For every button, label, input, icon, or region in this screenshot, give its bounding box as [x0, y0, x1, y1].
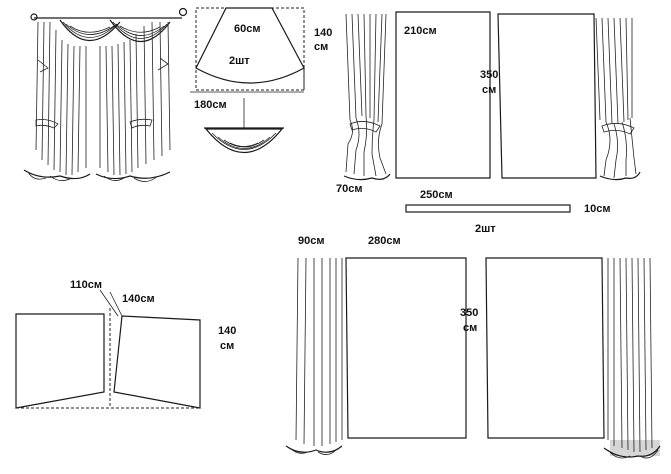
swag-top-width-label: 60см	[234, 23, 261, 35]
side-curtain-left	[285, 257, 343, 455]
jabot-height-value: 140	[218, 325, 236, 337]
tieback-curtain-left	[343, 13, 391, 181]
top-panel-height-value: 350	[480, 69, 498, 81]
curtain-right-folds	[95, 21, 171, 182]
swag-fan-piece	[195, 7, 305, 84]
jabot-inner-width-label: 110см	[70, 279, 102, 291]
swag-finished-shape	[204, 128, 284, 153]
swag-arc-left	[59, 19, 121, 42]
jabot-piece-left	[15, 313, 105, 409]
bottom-panels-set: 90см 280см 350 см	[285, 235, 661, 459]
bottom-panel-left	[345, 257, 467, 439]
curtain-left-folds	[23, 21, 91, 181]
bottom-panel-width-label: 280см	[368, 235, 401, 247]
top-panel-right	[497, 13, 597, 179]
rod-finial-right	[178, 7, 188, 17]
top-panels-set: 70см 210см 350 см 250см 10см 2шт	[336, 11, 641, 235]
swag-pattern: 60см 2шт 140 см 180см	[190, 7, 332, 153]
jabot-height-unit: см	[220, 340, 234, 352]
rod-finial-left	[30, 13, 38, 21]
swag-count-label: 2шт	[229, 55, 250, 67]
strip-count-label: 2шт	[475, 223, 496, 235]
side-curtain-width-label: 90см	[298, 235, 325, 247]
bottom-panel-height-value: 350	[460, 307, 478, 319]
swag-bottom-width-label: 180см	[194, 99, 227, 111]
swag-height-value: 140	[314, 27, 332, 39]
side-curtain-right	[603, 257, 661, 459]
strip-width-label: 10см	[584, 203, 611, 215]
bottom-panel-height-unit: см	[463, 322, 477, 334]
tieback-width-label: 70см	[336, 183, 363, 195]
jabot-pattern: 110см 140см 140 см	[15, 279, 236, 409]
top-panel-left	[395, 11, 491, 179]
swag-arc-right	[109, 19, 171, 43]
valance-strip	[405, 204, 571, 213]
top-panel-width-label: 210см	[404, 25, 437, 37]
curtain-illustration	[23, 7, 188, 182]
jabot-piece-right	[113, 315, 201, 409]
tieback-curtain-right	[595, 17, 641, 181]
strip-length-label: 250см	[420, 189, 453, 201]
swag-height-unit: см	[314, 41, 328, 53]
jabot-outer-width-label: 140см	[122, 293, 155, 305]
bottom-panel-right	[485, 257, 605, 439]
top-panel-height-unit: см	[482, 84, 496, 96]
